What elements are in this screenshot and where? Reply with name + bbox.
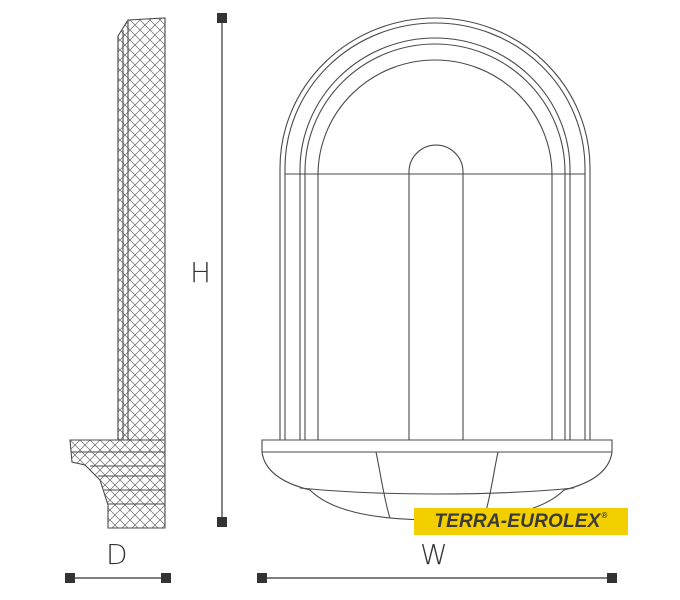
- width-label: W: [420, 538, 448, 571]
- registered-mark: ®: [601, 511, 608, 520]
- side-profile: [69, 17, 166, 529]
- logo-text: TERRA-EUROLEX: [434, 510, 601, 532]
- center-pillar: [408, 144, 464, 440]
- width-dimension: W: [257, 538, 617, 583]
- depth-dimension: D: [65, 538, 171, 583]
- height-label: H: [190, 256, 211, 289]
- depth-label: D: [106, 538, 128, 571]
- front-elevation: [261, 17, 613, 521]
- height-dimension: H: [190, 13, 227, 527]
- terra-eurolex-logo: TERRA-EUROLEX®: [414, 508, 628, 535]
